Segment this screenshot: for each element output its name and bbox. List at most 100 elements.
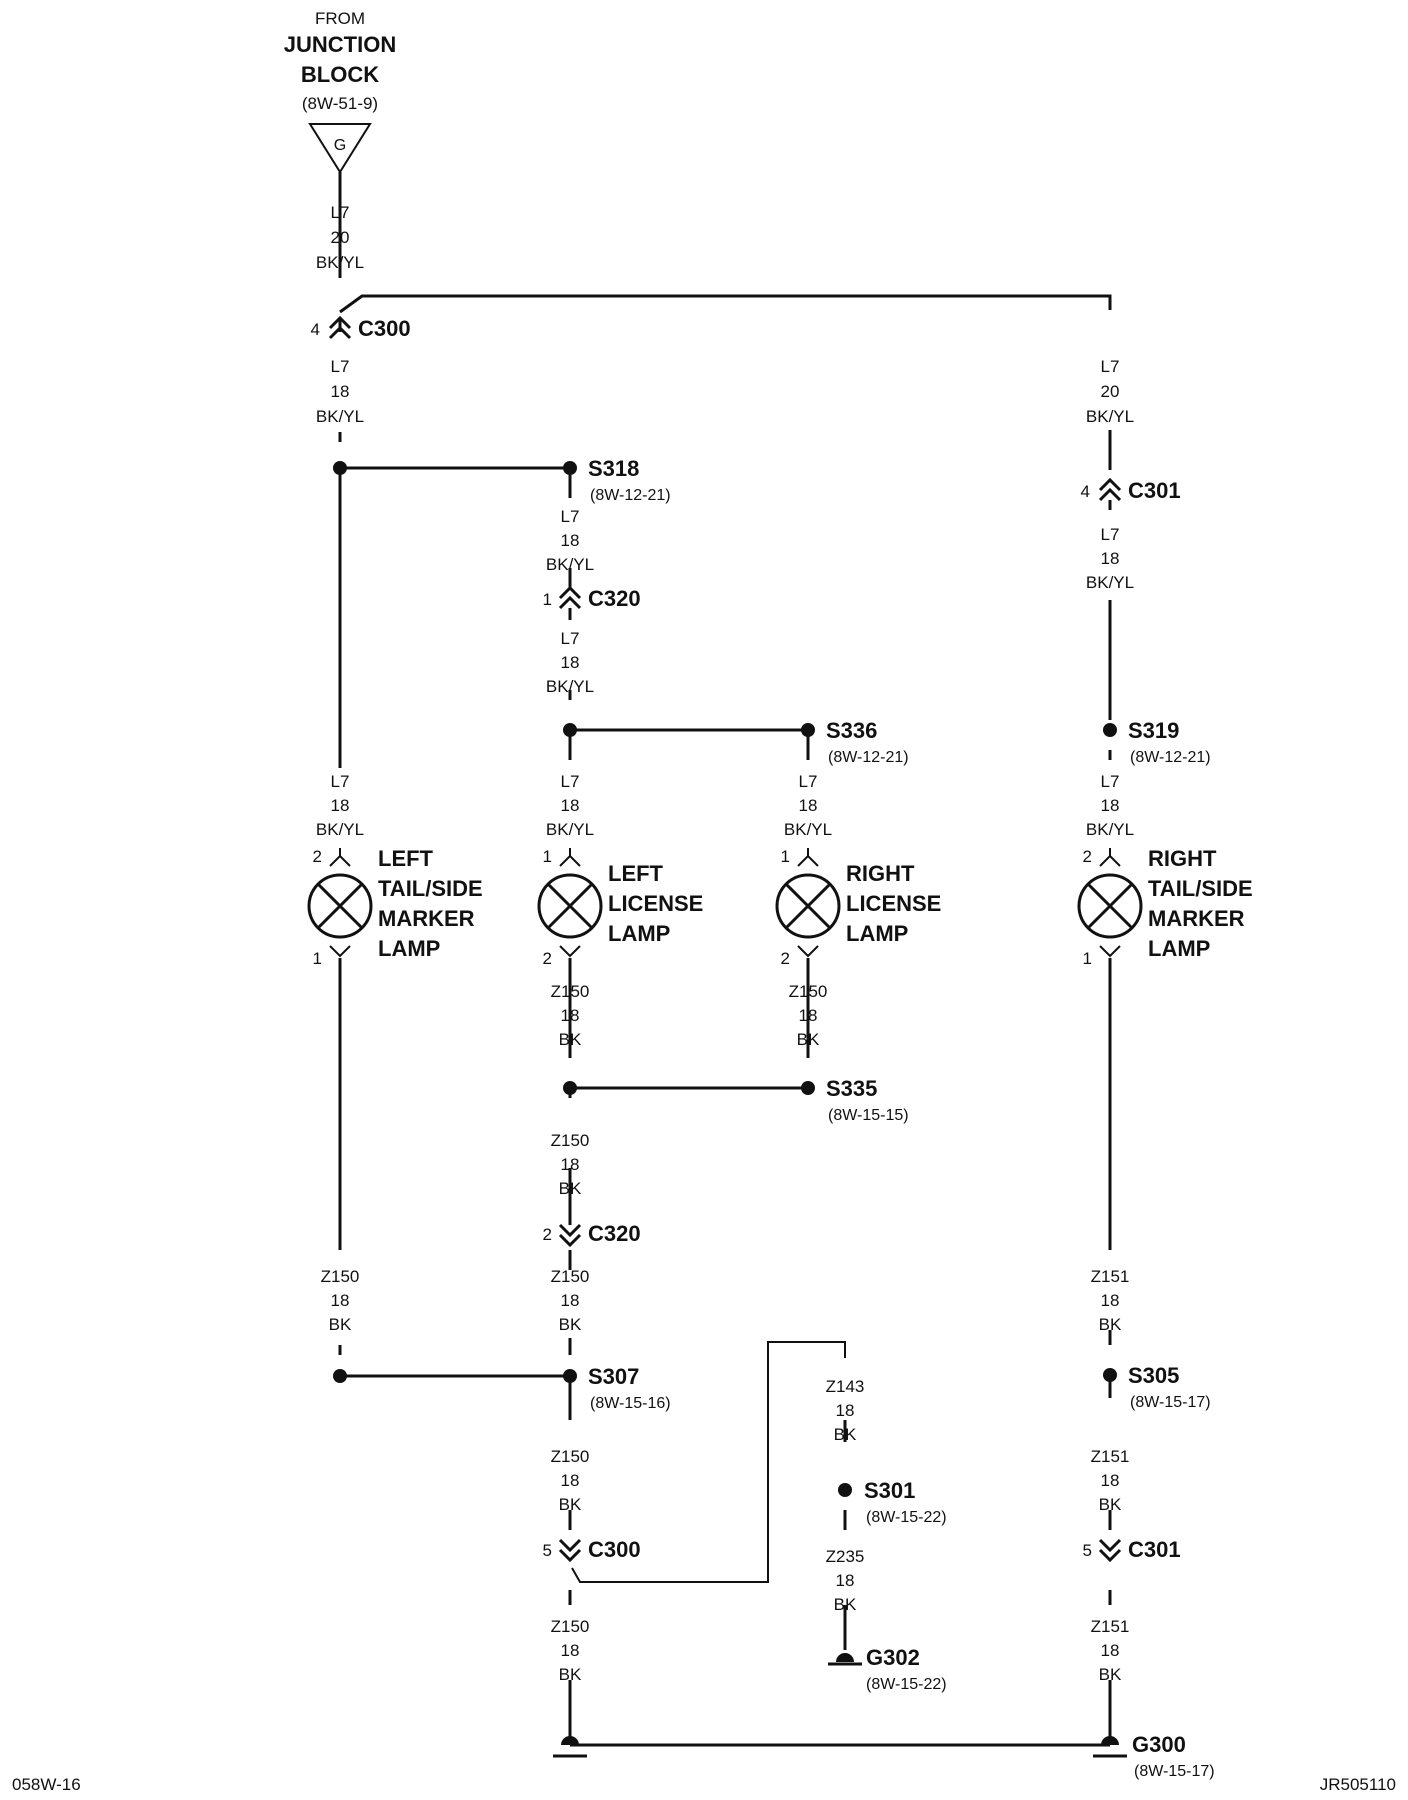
svg-text:Z150: Z150 (551, 1131, 590, 1150)
svg-text:18: 18 (561, 1155, 580, 1174)
splice-s305: S305 (8W-15-17) (1103, 1363, 1211, 1411)
pin-receptacle-icon (329, 854, 351, 867)
svg-text:18: 18 (561, 653, 580, 672)
svg-text:Z235: Z235 (826, 1547, 865, 1566)
pin-terminal-icon (559, 945, 581, 958)
svg-text:C320: C320 (588, 1221, 641, 1246)
svg-text:Z150: Z150 (551, 982, 590, 1001)
svg-text:BK: BK (559, 1315, 582, 1334)
ground-g300-bus-left (553, 1736, 587, 1758)
svg-text:Z151: Z151 (1091, 1617, 1130, 1636)
svg-text:MARKER: MARKER (1148, 906, 1245, 931)
splice-node-icon (333, 461, 347, 475)
svg-text:18: 18 (561, 1641, 580, 1660)
svg-text:S336: S336 (826, 718, 877, 743)
splice-s307: S307 (8W-15-16) (563, 1364, 671, 1412)
svg-text:2: 2 (781, 949, 790, 968)
svg-text:L7: L7 (561, 629, 580, 648)
ground-symbol-icon (836, 1653, 854, 1662)
pin-terminal-icon (1099, 945, 1121, 958)
grounds: G302 (8W-15-22) G300 (8W-15-17) (553, 1645, 1215, 1780)
svg-text:18: 18 (1101, 796, 1120, 815)
connector-c300-bottom: 5 C300 (543, 1537, 641, 1563)
splice-node-icon (333, 1369, 347, 1383)
lamp-bulb-icon (1077, 873, 1143, 939)
svg-text:G300: G300 (1132, 1732, 1186, 1757)
svg-text:(8W-15-22): (8W-15-22) (866, 1676, 947, 1693)
splice-s318: S318 (8W-12-21) (563, 456, 671, 504)
lamp-left-license: 1 2 LEFT LICENSE LAMP (537, 847, 703, 968)
source-ref: (8W-51-9) (302, 94, 378, 113)
svg-text:BK/YL: BK/YL (316, 820, 364, 839)
pin-receptacle-icon (1099, 854, 1121, 867)
svg-text:C300: C300 (358, 316, 411, 341)
svg-text:1: 1 (313, 949, 322, 968)
svg-text:(8W-12-21): (8W-12-21) (1130, 749, 1211, 766)
connectors: 4 C300 4 C301 1 C320 2 C320 5 C300 5 C30… (311, 315, 1181, 1563)
svg-text:1: 1 (781, 847, 790, 866)
svg-text:L7: L7 (561, 507, 580, 526)
source-title-line1: JUNCTION (284, 32, 396, 57)
svg-text:L7: L7 (331, 772, 350, 791)
svg-text:LAMP: LAMP (608, 921, 670, 946)
svg-text:L7: L7 (1101, 525, 1120, 544)
svg-text:RIGHT: RIGHT (846, 861, 915, 886)
source-title-line2: BLOCK (301, 62, 379, 87)
svg-text:BK/YL: BK/YL (784, 820, 832, 839)
cavity-triangle-icon (308, 123, 372, 174)
svg-text:4: 4 (311, 320, 320, 339)
splice-node-icon (801, 1081, 815, 1095)
svg-text:L7: L7 (331, 203, 350, 222)
svg-text:BK/YL: BK/YL (1086, 820, 1134, 839)
splice-s301: S301 (8W-15-22) (838, 1478, 947, 1526)
source-from-label: FROM (315, 9, 365, 28)
svg-text:18: 18 (331, 382, 350, 401)
svg-text:Z150: Z150 (551, 1617, 590, 1636)
connector-chevron-down-icon (558, 1223, 582, 1248)
svg-text:(8W-15-17): (8W-15-17) (1134, 1763, 1215, 1780)
svg-text:L7: L7 (331, 357, 350, 376)
splice-node-icon (563, 1369, 577, 1383)
splice-node-icon (1103, 723, 1117, 737)
svg-text:L7: L7 (561, 772, 580, 791)
svg-text:18: 18 (1101, 1291, 1120, 1310)
svg-text:5: 5 (1083, 1541, 1092, 1560)
svg-text:5: 5 (543, 1541, 552, 1560)
connector-chevron-up-icon (558, 585, 582, 610)
footer-left-code: 058W-16 (12, 1775, 81, 1794)
svg-text:2: 2 (1083, 847, 1092, 866)
splice-node-icon (838, 1483, 852, 1497)
svg-text:LAMP: LAMP (378, 936, 440, 961)
ground-symbol-icon (1101, 1736, 1119, 1745)
svg-text:LICENSE: LICENSE (846, 891, 941, 916)
connector-c301-bottom: 5 C301 (1083, 1537, 1181, 1563)
svg-text:BK/YL: BK/YL (1086, 573, 1134, 592)
svg-text:S305: S305 (1128, 1363, 1179, 1388)
svg-text:(8W-12-21): (8W-12-21) (590, 487, 671, 504)
splice-s336: S336 (8W-12-21) (801, 718, 909, 766)
svg-text:BK: BK (1099, 1495, 1122, 1514)
svg-text:BK/YL: BK/YL (316, 253, 364, 272)
splice-node-icon (563, 1081, 577, 1095)
lamp-bulb-icon (775, 873, 841, 939)
ground-g302: G302 (8W-15-22) (828, 1645, 947, 1693)
svg-text:(8W-15-16): (8W-15-16) (590, 1395, 671, 1412)
svg-text:BK: BK (834, 1425, 857, 1444)
svg-text:BK: BK (559, 1179, 582, 1198)
svg-text:LEFT: LEFT (378, 846, 434, 871)
svg-text:MARKER: MARKER (378, 906, 475, 931)
svg-text:Z150: Z150 (551, 1447, 590, 1466)
